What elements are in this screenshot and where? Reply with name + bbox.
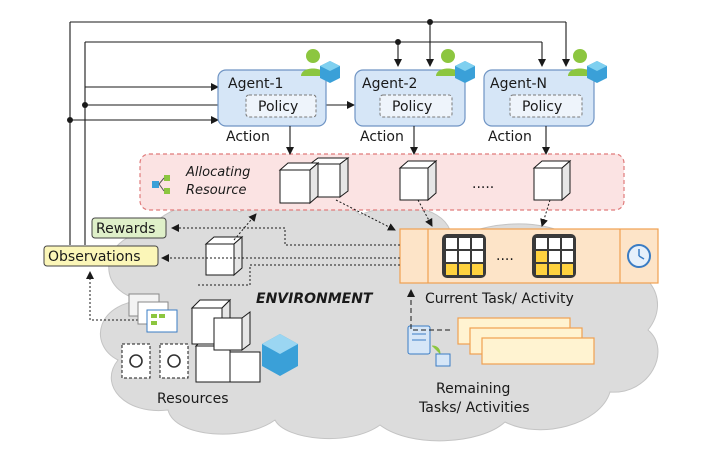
- agent-n-policy: Policy: [522, 99, 562, 115]
- rewards-box: Rewards: [91, 217, 167, 239]
- task-grid-icon: [532, 234, 576, 278]
- resource-cube: [204, 235, 244, 277]
- allocating-resource-region: [139, 153, 625, 211]
- agent-2-policy: Policy: [392, 99, 432, 115]
- rewards-label: Rewards: [96, 221, 155, 237]
- junction-dots: [67, 19, 433, 123]
- resource-cube: [398, 159, 438, 202]
- resource-cube-stack: [121, 298, 261, 383]
- feedback-dotted-lines: [86, 213, 400, 321]
- remaining-task-stack: [457, 317, 595, 365]
- agent-2: Agent-2 Policy Action: [354, 69, 466, 145]
- agent-n-action: Action: [488, 129, 532, 145]
- agent-person-icon: [436, 49, 475, 83]
- task-grid-icon: [442, 234, 486, 278]
- resource-cube: [278, 157, 350, 205]
- remaining-label-line2: Tasks/ Activities: [418, 400, 530, 416]
- data-table-icon: [128, 293, 178, 333]
- document-move-icon: [407, 325, 451, 367]
- agent-person-icon: [568, 49, 607, 83]
- environment-label: ENVIRONMENT: [256, 291, 374, 307]
- allocating-resource-line2: Resource: [186, 183, 247, 198]
- agent-2-name: Agent-2: [362, 76, 417, 92]
- current-task-label: Current Task/ Activity: [425, 291, 574, 307]
- observations-label: Observations: [48, 249, 141, 265]
- allocation-arrows: [335, 199, 551, 231]
- allocating-ellipsis: .....: [472, 176, 494, 192]
- clock-icon: [627, 244, 651, 268]
- resource-cube: [532, 159, 572, 202]
- current-task-bar: [399, 228, 659, 284]
- action-arrows: [286, 126, 550, 155]
- refresh-icon: [129, 354, 143, 368]
- agent-1-name: Agent-1: [228, 76, 283, 92]
- agent-1-policy: Policy: [258, 99, 298, 115]
- agent-n-name: Agent-N: [490, 76, 547, 92]
- remaining-label-line1: Remaining: [436, 381, 510, 397]
- observations-box: Observations: [43, 245, 159, 267]
- current-task-ellipsis: ....: [496, 248, 514, 264]
- allocating-resource-line1: Allocating: [185, 165, 250, 180]
- workflow-icon: [152, 175, 170, 194]
- agent-2-action: Action: [360, 129, 404, 145]
- agent-1: Agent-1 Policy Action: [217, 69, 327, 145]
- agent-1-action: Action: [226, 129, 270, 145]
- resources-label: Resources: [157, 391, 229, 407]
- remaining-link-line: [407, 289, 450, 331]
- cube-icon: [262, 334, 298, 376]
- agent-person-icon: [301, 49, 340, 83]
- refresh-icon: [167, 354, 181, 368]
- agent-n: Agent-N Policy Action: [483, 69, 595, 145]
